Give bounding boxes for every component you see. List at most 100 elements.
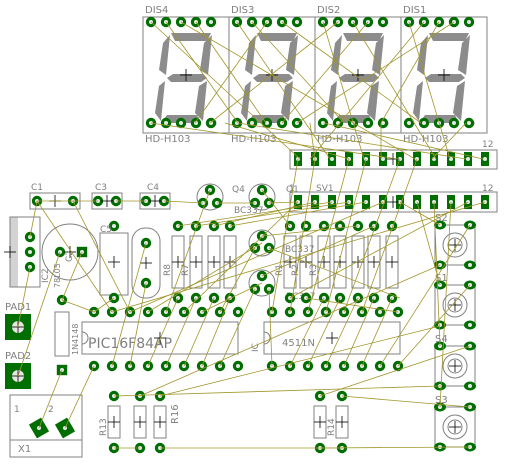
segment xyxy=(372,35,384,75)
capacitor-c5: C5 xyxy=(99,220,129,304)
airwire xyxy=(319,345,471,397)
airwire xyxy=(379,224,471,367)
d1-part: 1N4148 xyxy=(71,324,80,355)
airwire xyxy=(111,242,147,367)
sv1-label: SV1 xyxy=(316,184,334,194)
segment xyxy=(286,35,298,75)
airwire xyxy=(165,21,239,124)
display-part: HD-H103 xyxy=(231,134,276,145)
ic-4511n: 4511N IC xyxy=(251,306,404,372)
airwire xyxy=(343,158,401,313)
top-header-last-pin: 12 xyxy=(482,140,493,150)
airwire xyxy=(147,297,179,367)
pic-part-label: PIC16F84AP xyxy=(88,336,172,352)
airwire xyxy=(251,21,345,124)
airwire xyxy=(17,266,31,328)
resistor xyxy=(207,220,221,304)
pad2-label: PAD2 xyxy=(5,351,31,362)
airwire xyxy=(183,297,215,367)
airwire xyxy=(416,201,441,286)
pad1-label: PAD1 xyxy=(5,302,31,313)
airwires xyxy=(17,21,486,449)
c2-label: C2 xyxy=(65,250,75,262)
segment xyxy=(453,81,465,121)
airwire xyxy=(319,446,471,449)
c1-label: C1 xyxy=(31,183,43,193)
display-name: DIS2 xyxy=(317,5,340,16)
crystal xyxy=(131,227,161,299)
decoder-ref-label: IC xyxy=(251,343,261,352)
ic2-label: IC2 xyxy=(41,268,51,283)
airwire xyxy=(289,297,325,367)
segment xyxy=(281,81,293,121)
transistor-q4: Q4 xyxy=(196,183,245,211)
airwire xyxy=(439,201,452,408)
airwire xyxy=(150,21,301,160)
capacitor-c1: C1 xyxy=(29,183,81,210)
switch-label: S1 xyxy=(435,273,448,284)
airwire xyxy=(139,264,441,397)
airwire xyxy=(261,189,291,227)
airwire xyxy=(72,200,131,313)
airwire xyxy=(219,288,256,367)
seven-segment-displays: DIS4HD-H103DIS3HD-H103DIS2HD-H103DIS1HD-… xyxy=(142,5,488,145)
decoder-part-label: 4511N xyxy=(282,338,315,349)
resistor-label: R14 xyxy=(327,418,337,436)
resistor xyxy=(313,390,327,454)
q-bc337-label: BC337 xyxy=(234,206,263,216)
airwire xyxy=(268,288,273,367)
x1-label: X1 xyxy=(18,444,31,455)
airwire xyxy=(296,21,455,124)
resistor: R7 xyxy=(181,220,203,304)
airwire xyxy=(159,325,441,397)
resistor-label: R8 xyxy=(163,264,173,276)
segment xyxy=(367,81,379,121)
switch-s2: S2 xyxy=(434,213,476,270)
airwire xyxy=(194,21,268,124)
airwire xyxy=(281,21,422,124)
switch-s4: S4 xyxy=(434,334,476,391)
segment xyxy=(155,81,165,121)
display-part: HD-H103 xyxy=(145,134,190,145)
airwire xyxy=(165,297,197,367)
airwire xyxy=(309,21,425,160)
resistor-label: R3 xyxy=(309,264,319,276)
airwire xyxy=(195,201,350,227)
airwire xyxy=(380,21,440,124)
airwire xyxy=(289,158,316,313)
q4-label: Q4 xyxy=(232,185,245,195)
c3-label: C3 xyxy=(95,183,107,193)
airwire xyxy=(271,158,299,313)
airwire xyxy=(224,122,350,160)
airwire xyxy=(261,225,359,237)
airwire xyxy=(268,201,299,204)
airwire xyxy=(17,251,61,377)
resistor: R13 xyxy=(99,390,121,454)
airwire xyxy=(36,200,113,313)
airwire xyxy=(201,297,231,367)
segment xyxy=(458,35,470,75)
airwire xyxy=(309,122,316,160)
airwire xyxy=(431,122,467,160)
airwire xyxy=(111,201,486,313)
transistor-low: BC337 xyxy=(248,269,315,302)
regulator-ic2: IC2 78L05 xyxy=(3,216,62,288)
airwire xyxy=(229,201,367,227)
airwire xyxy=(323,122,484,160)
ic2-part: 78L05 xyxy=(53,263,62,288)
switch-label: S2 xyxy=(435,213,448,224)
airwire xyxy=(38,369,63,429)
resistor: R1 xyxy=(275,220,297,304)
display-name: DIS3 xyxy=(231,5,254,16)
c5-label: C5 xyxy=(100,225,112,235)
segment xyxy=(245,35,256,75)
resistor: R14 xyxy=(327,390,349,454)
c4-label: C4 xyxy=(147,183,159,193)
airwire xyxy=(237,122,467,160)
resistor-label: R1 xyxy=(275,264,285,276)
airwire xyxy=(433,201,441,347)
resistor xyxy=(351,220,365,304)
